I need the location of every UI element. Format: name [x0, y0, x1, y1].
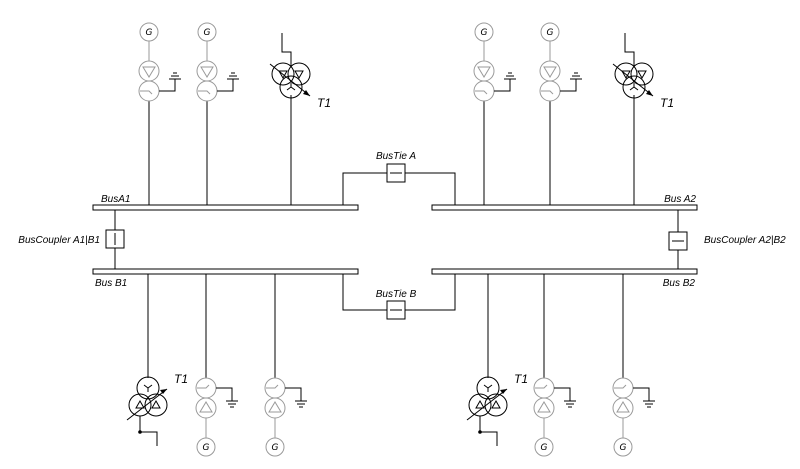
delta-winding-icon [196, 60, 218, 82]
star-icon [143, 384, 153, 392]
transformer-b2-label: T1 [514, 372, 528, 386]
bus-a2[interactable] [431, 204, 698, 211]
generator-feeder-a2-1[interactable] [473, 22, 516, 205]
delta-icon [491, 399, 501, 409]
generator-feeder-a2-2[interactable] [539, 22, 582, 205]
bus-b2[interactable] [431, 268, 698, 275]
bus-b1-label: Bus B1 [95, 278, 127, 289]
tap-changer-arrow-icon [466, 388, 508, 421]
generator-icon [197, 22, 217, 42]
delta-icon [151, 399, 161, 409]
generator-feeder-a1-2[interactable] [196, 22, 239, 205]
tap-changer-arrow-icon [612, 63, 654, 97]
generator-symbol-a2-1: G [481, 28, 488, 38]
bus-tie-a-label: BusTie A [376, 151, 416, 162]
bus-b2-label: Bus B2 [663, 278, 696, 289]
bus-coupler-a1-b1[interactable] [105, 210, 125, 269]
bus-coupler-a2-b2[interactable] [668, 210, 688, 269]
generator-feeder-b1-1[interactable] [195, 274, 238, 457]
generator-feeder-b2-2[interactable] [612, 274, 655, 457]
generator-icon [534, 437, 554, 457]
generator-icon [196, 437, 216, 457]
generator-icon [139, 22, 159, 42]
delta-icon [135, 399, 145, 409]
delta-icon [637, 70, 647, 80]
transformer-a1[interactable] [269, 33, 311, 205]
bus-coupler-a1-b1-label: BusCoupler A1|B1 [18, 235, 100, 246]
transformer-b1-label: T1 [174, 372, 188, 386]
generator-symbol-b2-1: G [541, 443, 548, 453]
generator-icon [540, 22, 560, 42]
star-icon [483, 384, 493, 392]
generator-symbol-b2-2: G [620, 443, 627, 453]
generator-icon [265, 437, 285, 457]
bus-a1-label: BusA1 [101, 194, 130, 205]
bus-a2-label: Bus A2 [664, 194, 696, 205]
star-icon [629, 83, 639, 91]
generator-symbol-b1-1: G [203, 443, 210, 453]
transformer-b1[interactable] [126, 274, 168, 446]
delta-winding-icon [533, 397, 555, 419]
delta-icon [294, 70, 304, 80]
delta-icon [475, 399, 485, 409]
generator-symbol-a1-2: G [204, 28, 211, 38]
delta-winding-icon [138, 60, 160, 82]
tap-changer-arrow-icon [269, 63, 311, 97]
transformer-b2[interactable] [466, 274, 508, 446]
generator-icon [474, 22, 494, 42]
bus-tie-b[interactable] [342, 274, 456, 320]
bus-a1[interactable] [92, 204, 359, 211]
delta-icon [278, 70, 288, 80]
transformer-a1-label: T1 [317, 96, 331, 110]
generator-feeder-a1-1[interactable] [138, 22, 181, 205]
bus-coupler-a2-b2-label: BusCoupler A2|B2 [704, 235, 786, 246]
transformer-a2-label: T1 [660, 96, 674, 110]
delta-winding-icon [473, 60, 495, 82]
delta-winding-icon [195, 397, 217, 419]
generator-icon [613, 437, 633, 457]
generator-symbol-a2-2: G [547, 28, 554, 38]
generator-feeder-b1-2[interactable] [264, 274, 307, 457]
tap-changer-arrow-icon [126, 388, 168, 421]
generator-feeder-b2-1[interactable] [533, 274, 576, 457]
delta-winding-icon [539, 60, 561, 82]
generator-symbol-a1-1: G [146, 28, 153, 38]
generator-symbol-b1-2: G [272, 443, 279, 453]
bus-tie-b-label: BusTie B [376, 289, 417, 300]
bus-b1[interactable] [92, 268, 359, 275]
star-icon [286, 83, 296, 91]
delta-winding-icon [612, 397, 634, 419]
bus-tie-a[interactable] [342, 163, 456, 205]
transformer-a2[interactable] [612, 33, 654, 205]
delta-winding-icon [264, 397, 286, 419]
delta-icon [621, 70, 631, 80]
